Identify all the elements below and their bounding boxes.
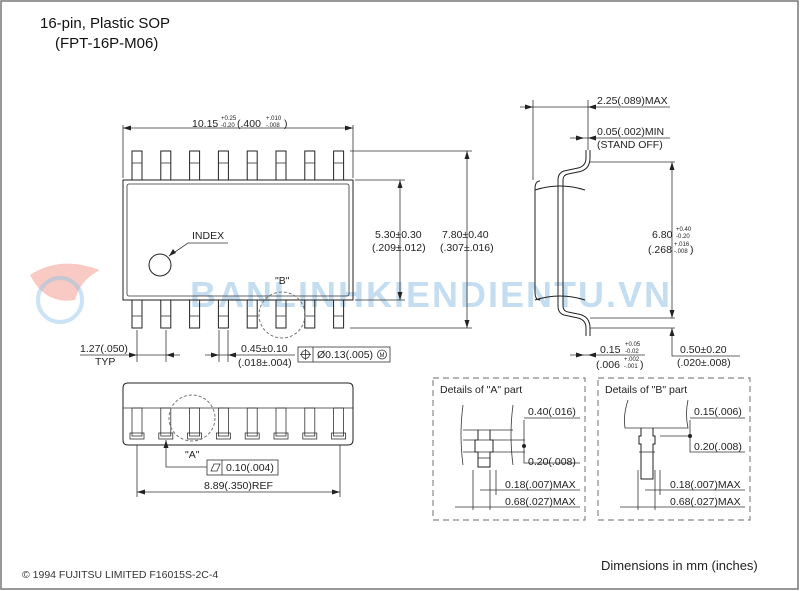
ref-length-dimension: 8.89(.350)REF (204, 480, 273, 492)
thickness-inch-tol-minus: -.001 (624, 364, 638, 370)
watermark-logo-icon (30, 263, 100, 301)
detail-b-panel: Details of "B" part 0.15(.006) 0.20(.008… (597, 377, 751, 521)
length-inch-close: ) (284, 118, 288, 130)
lead (160, 407, 172, 437)
body-width-dimension: 5.30±0.30 (375, 229, 422, 241)
lead-width-dimension: 0.45±0.10 (241, 343, 288, 355)
index-label: INDEX (192, 230, 224, 242)
top-view: 10.15 +0.25 -0.20 (.400 +.010 -.008 ) 5.… (80, 116, 494, 369)
lead (189, 150, 201, 181)
detail-a-dim-2: 0.20(.008) (528, 456, 576, 468)
lead (275, 407, 287, 437)
side-view: 2.25(.089)MAX 0.05(.002)MIN (STAND OFF) … (520, 95, 740, 371)
detail-a-dim-3: 0.18(.007)MAX (505, 479, 576, 491)
length-inch: (.400 (237, 118, 261, 130)
detail-b-dim-4: 0.68(.027)MAX (670, 496, 741, 508)
length-dimension: 10.15 (192, 118, 218, 130)
thickness-dimension: 0.15 (600, 344, 621, 356)
length-tol-minus: -0.20 (221, 123, 235, 129)
lead (217, 150, 229, 181)
span-tol-minus: -0.20 (676, 234, 690, 240)
lead (217, 299, 229, 329)
body-width-inch: (.209±.012) (372, 242, 426, 254)
mmc-modifier-icon (377, 349, 387, 360)
lead (131, 299, 143, 329)
lead (189, 299, 201, 329)
detail-b-dim-1: 0.15(.006) (694, 406, 742, 418)
lead (275, 299, 287, 329)
position-tolerance-value: Ø0.13(.005) (317, 349, 373, 361)
package-code: (FPT-16P-M06) (55, 35, 158, 52)
thickness-tol-plus: +0.05 (625, 342, 641, 348)
lead (160, 299, 172, 329)
span-inch-close: ) (690, 244, 694, 256)
index-mark (148, 253, 172, 277)
flatness-frame (206, 459, 279, 476)
position-tolerance-frame (297, 346, 391, 363)
detail-b-marker (258, 291, 306, 339)
span-inch-tol-minus: -.008 (674, 249, 688, 255)
thickness-inch-tol-plus: +.002 (624, 357, 640, 363)
lead-width-inch: (.018±.004) (238, 357, 292, 369)
flatness-value: 0.10(.004) (226, 462, 274, 474)
detail-b-dim-2: 0.20(.008) (694, 441, 742, 453)
copyright-notice: © 1994 FUJITSU LIMITED F16015S-2C-4 (22, 569, 218, 581)
detail-a-label: "A" (185, 449, 200, 461)
lead (304, 407, 316, 437)
flatness-symbol-icon (210, 463, 221, 472)
length-tol-plus: +0.25 (221, 116, 237, 122)
front-view: "A" 0.10(.004) 8.89(.350)REF (122, 382, 354, 497)
detail-b-dim-3: 0.18(.007)MAX (670, 479, 741, 491)
lead (217, 407, 229, 437)
watermark: BANLINHKIENDIENTU.VN (30, 263, 672, 324)
package-title: 16-pin, Plastic SOP (40, 15, 170, 32)
detail-a-dim-1: 0.40(.016) (528, 406, 576, 418)
span-tol-plus: +0.40 (676, 227, 692, 233)
lead (131, 150, 143, 181)
lead (131, 407, 143, 437)
standoff-note: (STAND OFF) (597, 139, 663, 151)
detail-b-title: Details of "B" part (605, 384, 687, 396)
foot-dimension: 0.50±0.20 (680, 344, 727, 356)
detail-a-marker (168, 394, 216, 442)
span-inch: (.268 (648, 244, 672, 256)
span-dimension: 6.80 (652, 229, 673, 241)
span-inch-tol-plus: +.016 (674, 242, 690, 248)
lead (246, 407, 258, 437)
height-dimension: 2.25(.089)MAX (597, 95, 668, 107)
length-inch-tol-minus: -.008 (266, 123, 280, 129)
lead (333, 150, 345, 181)
lead (304, 150, 316, 181)
lead (275, 150, 287, 181)
lead (333, 407, 345, 437)
length-inch-tol-plus: +.010 (266, 116, 282, 122)
thickness-tol-minus: -0.02 (625, 349, 639, 355)
lead (189, 407, 201, 437)
lead (333, 299, 345, 329)
lead (246, 299, 258, 329)
pitch-dimension: 1.27(.050) (80, 343, 128, 355)
watermark-text: BANLINHKIENDIENTU.VN (190, 274, 672, 315)
lead (160, 150, 172, 181)
overall-width-dimension: 7.80±0.40 (442, 229, 489, 241)
thickness-inch: (.006 (596, 359, 620, 371)
detail-b-label: "B" (275, 275, 290, 287)
overall-width-inch: (.307±.016) (440, 242, 494, 254)
detail-a-title: Details of "A" part (440, 384, 522, 396)
lead (246, 150, 258, 181)
detail-a-dim-4: 0.68(.027)MAX (505, 496, 576, 508)
mmc-modifier: M (380, 353, 385, 359)
foot-inch: (.020±.008) (677, 357, 731, 369)
standoff-dimension: 0.05(.002)MIN (597, 126, 664, 138)
thickness-inch-close: ) (640, 359, 644, 371)
pitch-typ: TYP (95, 356, 115, 368)
units-note: Dimensions in mm (inches) (601, 558, 758, 573)
detail-a-panel: Details of "A" part 0.40(.016) 0.20(.008… (432, 377, 586, 521)
